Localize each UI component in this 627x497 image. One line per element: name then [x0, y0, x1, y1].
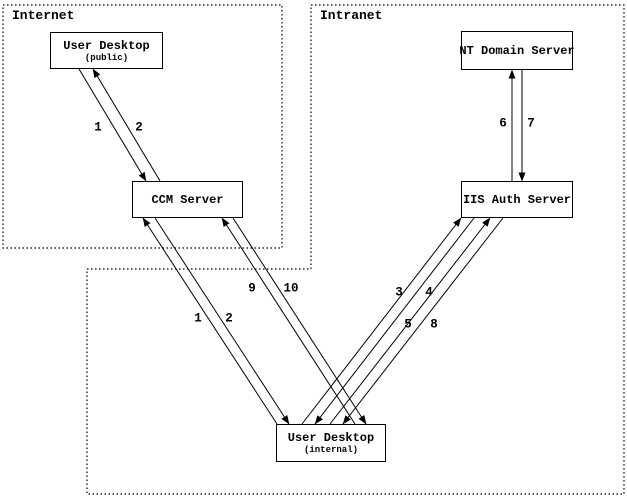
flow-arrow-1-user-desktop-internal-to-ccm-server: [142, 217, 278, 425]
node-title: IIS Auth Server: [462, 192, 572, 207]
flow-label-2: 2: [135, 120, 143, 134]
node-title: CCM Server: [151, 192, 224, 207]
flow-label-5: 5: [404, 317, 412, 331]
flow-arrow-4-iis-auth-server-to-user-desktop-internal: [314, 217, 475, 425]
flow-label-1: 1: [94, 120, 102, 134]
flow-arrow-10-ccm-server-to-user-desktop-internal: [232, 217, 367, 425]
flow-label-1: 1: [194, 311, 202, 325]
flow-arrow-3-user-desktop-internal-to-iis-auth-server: [301, 217, 462, 425]
flow-label-4: 4: [425, 285, 433, 299]
flow-label-9: 9: [248, 281, 256, 295]
flow-arrow-2-ccm-server-to-user-desktop-internal: [154, 217, 290, 425]
flow-label-6: 6: [499, 116, 507, 130]
flow-label-8: 8: [430, 317, 438, 331]
flow-arrow-9-user-desktop-internal-to-ccm-server: [221, 217, 356, 425]
node-user-desktop-public: User Desktop (public): [50, 32, 163, 69]
flow-arrow-1-user-desktop-public-to-ccm-server: [78, 68, 147, 182]
node-subtitle: (public): [84, 52, 129, 63]
flow-label-3: 3: [395, 285, 403, 299]
node-user-desktop-internal: User Desktop (internal): [276, 424, 386, 462]
node-title: NT Domain Server: [459, 43, 575, 58]
node-title: User Desktop: [63, 38, 150, 53]
flow-label-2: 2: [225, 311, 233, 325]
zone-label-intranet: Intranet: [320, 8, 383, 23]
node-iis-auth-server: IIS Auth Server: [461, 181, 573, 218]
flow-arrow-8-iis-auth-server-to-user-desktop-internal: [342, 217, 504, 425]
node-nt-domain-server: NT Domain Server: [459, 31, 575, 70]
flow-label-7: 7: [527, 116, 535, 130]
flow-label-10: 10: [283, 281, 298, 295]
node-title: User Desktop: [287, 431, 375, 445]
flow-arrow-5-user-desktop-internal-to-iis-auth-server: [329, 217, 491, 425]
node-subtitle: (internal): [303, 445, 358, 455]
zone-border-intranet: [86, 4, 625, 495]
zone-border-internet: [2, 4, 283, 249]
zone-label-internet: Internet: [12, 8, 75, 23]
flow-arrow-2-ccm-server-to-user-desktop-public: [92, 68, 161, 182]
node-ccm-server: CCM Server: [132, 181, 243, 218]
